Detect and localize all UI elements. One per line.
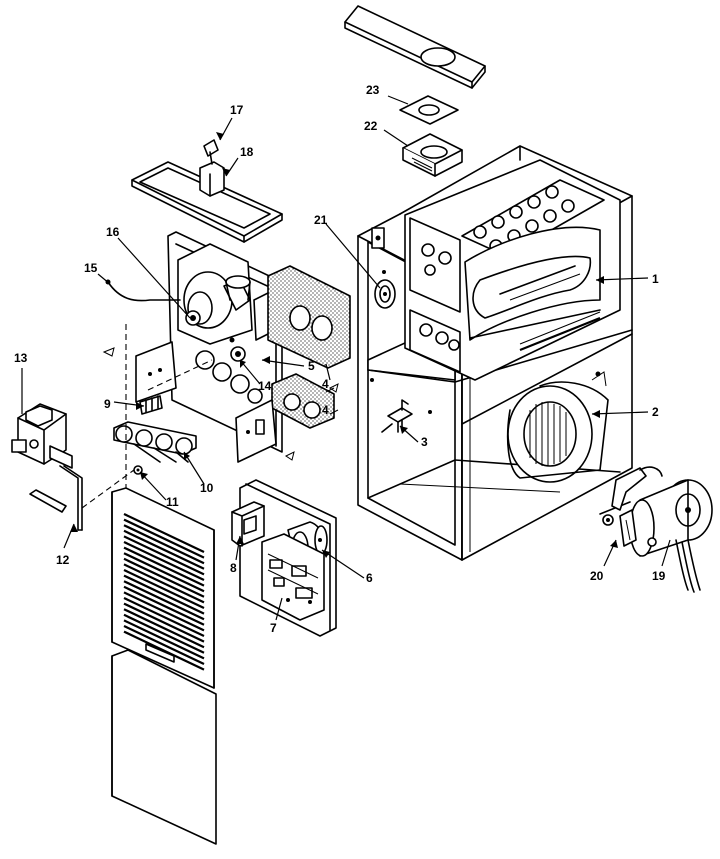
louver-slat xyxy=(123,518,205,559)
callout-3: 3 xyxy=(421,435,428,449)
motor-bracket-part-20 xyxy=(602,466,663,547)
callout-5: 5 xyxy=(308,359,315,373)
screw-part-17 xyxy=(203,139,219,165)
callout-20: 20 xyxy=(590,569,604,583)
gasket-part-4-lower xyxy=(271,373,335,429)
blower-part-2 xyxy=(506,371,609,483)
louver-slat xyxy=(123,580,205,621)
leader-arrowheads xyxy=(70,132,618,558)
callout-13: 13 xyxy=(14,351,28,365)
louver-slat xyxy=(123,591,205,632)
ignitor-part-9 xyxy=(139,395,163,415)
manifold-bracket xyxy=(135,341,277,463)
louver-slat xyxy=(123,552,205,593)
top-cover-part-18 xyxy=(131,161,283,243)
top-panel xyxy=(344,5,486,89)
callout-4-lower: 4 xyxy=(322,403,329,417)
lower-door xyxy=(111,649,217,845)
callout-12: 12 xyxy=(56,553,70,567)
callout-9: 9 xyxy=(104,397,111,411)
louver-slat xyxy=(123,602,205,643)
callout-18: 18 xyxy=(240,145,254,159)
gas-pipe-part-12 xyxy=(29,465,83,531)
louver-slat xyxy=(123,585,205,626)
louver-slat xyxy=(123,613,205,654)
callout-2: 2 xyxy=(652,405,659,419)
louver-slat xyxy=(123,619,205,660)
louver-slat xyxy=(123,630,205,671)
motor-part-19 xyxy=(599,479,713,593)
louver-slat xyxy=(123,563,205,604)
louver-slat xyxy=(123,574,205,615)
louver-slat xyxy=(123,535,205,576)
louver-slat xyxy=(123,625,205,665)
callout-23: 23 xyxy=(366,83,380,97)
callout-17: 17 xyxy=(230,103,244,117)
callout-1: 1 xyxy=(652,272,659,286)
screws-part-4 xyxy=(102,347,339,461)
rollout-switch-part-21 xyxy=(374,279,396,309)
callout-7: 7 xyxy=(270,621,277,635)
burners-part-10 xyxy=(113,421,197,463)
callout-22: 22 xyxy=(364,119,378,133)
gasket-part-4-upper xyxy=(267,265,351,369)
pressure-switch-part-14 xyxy=(230,346,246,362)
louver-slat xyxy=(123,608,205,649)
louver-slat xyxy=(123,529,205,570)
callout-10: 10 xyxy=(200,481,214,495)
door-handle xyxy=(145,643,175,663)
callout-labels: 1 2 3 4 4 5 6 7 8 9 10 11 12 13 14 15 16… xyxy=(14,83,666,635)
callout-21: 21 xyxy=(314,213,328,227)
callout-8: 8 xyxy=(230,561,237,575)
heat-exchanger-part-1 xyxy=(404,159,621,381)
louver-slat xyxy=(123,546,205,587)
callout-15: 15 xyxy=(84,261,98,275)
callout-6: 6 xyxy=(366,571,373,585)
gas-valve-part-13 xyxy=(11,403,73,469)
transformer-part-8 xyxy=(231,501,265,547)
control-board-part-7 xyxy=(261,533,325,621)
vent-assembly-part-22 xyxy=(402,133,463,177)
callout-14: 14 xyxy=(258,379,272,393)
callout-16: 16 xyxy=(106,225,120,239)
inducer-assembly-part-16 xyxy=(177,243,277,345)
callout-19: 19 xyxy=(652,569,666,583)
alignment-lines xyxy=(81,324,213,509)
gasket-part-23 xyxy=(399,95,459,125)
callout-4-upper: 4 xyxy=(322,377,329,391)
louver-slat xyxy=(123,524,205,565)
louver-slat xyxy=(123,569,205,609)
louver-slat xyxy=(123,513,205,553)
callout-11: 11 xyxy=(166,495,179,509)
louver-slat xyxy=(123,541,205,581)
louver-slat xyxy=(123,597,205,637)
louver-slat xyxy=(123,557,205,598)
grille-louvers xyxy=(123,513,205,671)
